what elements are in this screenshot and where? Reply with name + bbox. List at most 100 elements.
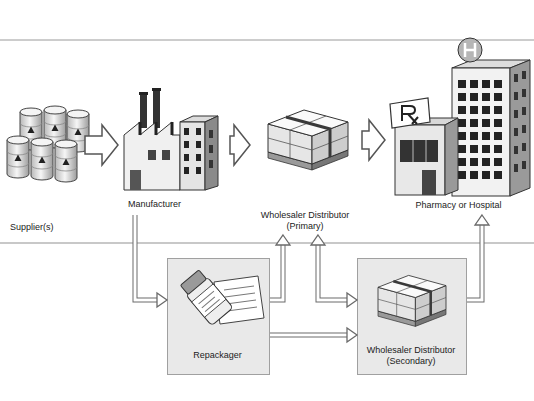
pallet-illustration bbox=[268, 110, 348, 170]
hospital-illustration bbox=[494, 93, 502, 101]
factory-illustration bbox=[171, 122, 174, 135]
hospital-illustration bbox=[482, 119, 490, 127]
factory-illustration bbox=[130, 170, 141, 190]
hospital-illustration bbox=[470, 132, 478, 140]
repackager-illustration bbox=[205, 299, 220, 311]
hospital-illustration bbox=[470, 171, 478, 179]
factory-illustration bbox=[205, 116, 218, 190]
hospital-illustration bbox=[494, 158, 502, 166]
repackager-illustration bbox=[199, 291, 214, 304]
factory-illustration bbox=[124, 122, 180, 190]
connector-fill bbox=[270, 244, 283, 300]
hospital-illustration bbox=[514, 146, 518, 154]
process-box: Repackager bbox=[167, 258, 270, 375]
hospital-illustration bbox=[458, 119, 466, 127]
hospital-illustration bbox=[452, 60, 530, 68]
hospital-illustration bbox=[482, 80, 490, 88]
drums-illustration bbox=[7, 106, 89, 182]
repackager-illustration bbox=[202, 297, 215, 308]
connector-outline bbox=[467, 224, 482, 300]
factory-illustration bbox=[196, 167, 201, 174]
flow-arrow bbox=[270, 328, 357, 342]
pharmacy-illustration bbox=[422, 170, 436, 195]
repackager-illustration bbox=[179, 269, 264, 326]
hospital-illustration bbox=[522, 125, 526, 133]
repackager-illustration bbox=[186, 277, 233, 326]
connector-fill bbox=[467, 224, 482, 300]
hospital-illustration bbox=[522, 71, 526, 79]
flow-arrow bbox=[362, 120, 385, 160]
hospital-illustration bbox=[522, 89, 526, 97]
hospital-illustration bbox=[458, 80, 466, 88]
node-label: Repackager bbox=[168, 350, 267, 362]
hospital-illustration bbox=[494, 171, 502, 179]
factory-illustration bbox=[180, 116, 218, 122]
factory-illustration bbox=[196, 141, 201, 148]
arrow-head bbox=[157, 293, 167, 307]
pallet-illustration bbox=[268, 110, 348, 170]
factory-illustration bbox=[184, 154, 189, 161]
hospital-illustration bbox=[458, 158, 466, 166]
repackager-illustration bbox=[180, 270, 206, 295]
connector-outline bbox=[318, 244, 348, 300]
factory-illustration bbox=[180, 122, 205, 190]
factory-illustration bbox=[184, 167, 189, 174]
factory-illustration bbox=[196, 154, 201, 161]
hospital-illustration bbox=[522, 143, 526, 151]
drums-illustration bbox=[67, 110, 89, 152]
pharmacy-illustration bbox=[426, 140, 427, 162]
hospital-illustration bbox=[494, 106, 502, 114]
repackager-illustration bbox=[192, 284, 226, 317]
hospital-illustration bbox=[514, 128, 518, 136]
factory-illustration bbox=[155, 122, 158, 135]
hospital-illustration bbox=[510, 60, 530, 196]
repackager-illustration bbox=[227, 307, 257, 311]
flow-arrow bbox=[270, 235, 290, 300]
factory-illustration bbox=[124, 88, 218, 190]
block-arrow bbox=[85, 125, 118, 165]
repackager-illustration bbox=[224, 286, 254, 290]
factory-illustration bbox=[139, 122, 142, 135]
arrow-head bbox=[311, 235, 325, 245]
drums-illustration bbox=[7, 136, 29, 178]
hospital-illustration bbox=[522, 161, 526, 169]
pharmacy-illustration bbox=[413, 140, 414, 162]
pharmacy-illustration bbox=[390, 98, 458, 195]
hospital-illustration bbox=[470, 93, 478, 101]
hospital-illustration bbox=[470, 145, 478, 153]
node-label: Manufacturer bbox=[128, 199, 228, 211]
connector-outline bbox=[270, 244, 283, 300]
hospital-illustration bbox=[482, 93, 490, 101]
pharmacy-illustration bbox=[400, 140, 438, 162]
hospital-illustration bbox=[452, 68, 510, 196]
pallet-illustration bbox=[378, 275, 446, 326]
block-arrow bbox=[362, 120, 385, 160]
connector-fill bbox=[318, 244, 348, 300]
drums-illustration bbox=[44, 106, 66, 148]
divider-line bbox=[0, 40, 534, 41]
node-label: Pharmacy or Hospital bbox=[385, 200, 532, 212]
pharmacy-illustration bbox=[395, 125, 445, 195]
hospital-illustration bbox=[482, 106, 490, 114]
drums-illustration bbox=[55, 140, 77, 182]
factory-illustration bbox=[209, 160, 213, 168]
connector-outline bbox=[270, 333, 348, 338]
repackager-illustration bbox=[214, 276, 264, 324]
icon-node: Pharmacy or Hospital bbox=[385, 45, 534, 215]
hospital-illustration bbox=[458, 171, 466, 179]
pharmacy-illustration bbox=[395, 118, 458, 125]
divider-line bbox=[0, 242, 534, 244]
flow-arrow bbox=[85, 125, 118, 165]
hospital-illustration bbox=[470, 106, 478, 114]
repackager-illustration bbox=[226, 300, 256, 304]
connector-fill bbox=[135, 215, 158, 300]
node-label: Wholesaler Distributor (Secondary) bbox=[358, 345, 464, 368]
factory-illustration bbox=[152, 88, 161, 91]
icon-node: Wholesaler Distributor (Primary) bbox=[250, 100, 362, 235]
hospital-illustration bbox=[458, 80, 502, 179]
factory-illustration bbox=[184, 128, 189, 135]
hospital-illustration bbox=[458, 145, 466, 153]
hospital-illustration bbox=[494, 145, 502, 153]
